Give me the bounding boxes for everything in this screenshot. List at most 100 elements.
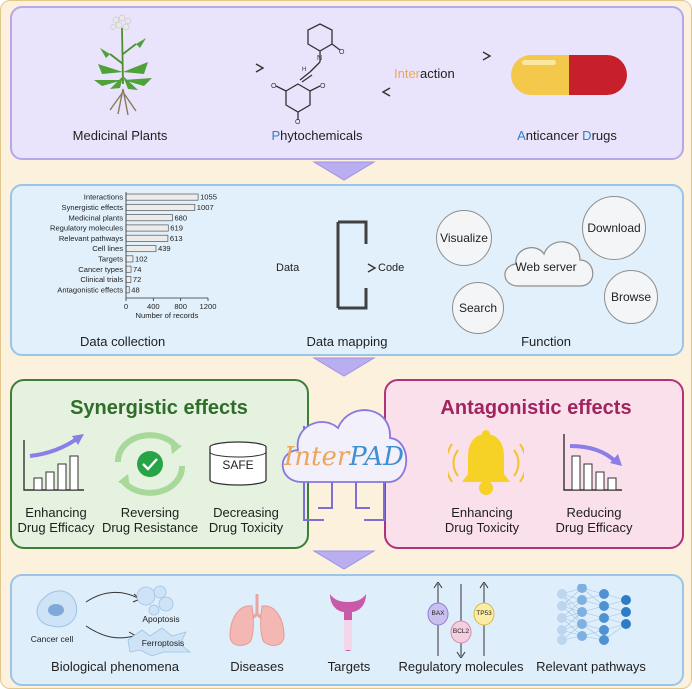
capsule-drug-icon — [511, 55, 627, 95]
chart-value-label: 680 — [174, 213, 187, 222]
enhancing-efficacy-line2: Drug Efficacy — [17, 520, 95, 535]
chart-value-label: 102 — [135, 255, 148, 264]
drugs-rest: rugs — [591, 128, 617, 143]
chart-bar — [125, 286, 130, 294]
data-collection-label: Data collection — [80, 334, 166, 349]
chart-x-tick-label: 400 — [147, 302, 160, 311]
enhancing-efficacy-icon — [23, 434, 84, 491]
browse-label: Browse — [610, 290, 651, 304]
browse-button[interactable]: Browse — [604, 270, 658, 324]
web-server-label[interactable]: Web server — [515, 260, 577, 274]
ferroptosis-label: Ferroptosis — [141, 638, 185, 648]
bell-alert-icon — [448, 430, 524, 495]
apoptosis-label: Apoptosis — [142, 614, 180, 624]
chart-value-label: 48 — [131, 285, 139, 294]
flow-arrow-1 — [312, 161, 376, 181]
safe-label: SAFE — [222, 458, 254, 472]
reducing-line2: Drug Efficacy — [555, 520, 633, 535]
arrow-plants-to-phytochemicals — [182, 63, 264, 73]
reversing-line1: Reversing — [120, 505, 180, 520]
chart-bar — [125, 255, 134, 263]
chart-bar — [125, 224, 169, 232]
phytochemicals-label: Phytochemicals — [271, 128, 362, 143]
chart-value-label: 1007 — [197, 203, 214, 212]
chart-value-label: 74 — [133, 265, 141, 274]
chart-category-label: Interactions — [84, 193, 123, 202]
cancer-cell-label: Cancer cell — [30, 634, 74, 644]
chart-bar — [125, 234, 169, 242]
targets-label: Targets — [327, 659, 371, 674]
search-button[interactable]: Search — [452, 282, 504, 334]
chart-category-label: Regulatory molecules — [50, 224, 123, 233]
chart-x-axis-label: Number of records — [136, 311, 199, 320]
enhancing-toxicity-line1: Enhancing — [451, 505, 513, 520]
interaction-label: Interaction — [394, 66, 455, 81]
chart-bar — [125, 214, 173, 222]
safe-container-icon — [209, 441, 267, 486]
interaction-rest: action — [420, 66, 455, 81]
function-label: Function — [521, 334, 571, 349]
chart-category-label: Cell lines — [92, 244, 123, 253]
chart-value-label: 613 — [170, 234, 183, 243]
interaction-arrows — [381, 51, 492, 97]
synergistic-title: Synergistic effects — [70, 397, 248, 419]
chart-x-tick-label: 0 — [124, 302, 128, 311]
neural-network-pathway-icon — [557, 584, 631, 645]
data-label: Data — [276, 262, 300, 274]
phytochemicals-initial: P — [271, 128, 281, 143]
phytochemical-structure-icon: N O O O O H — [271, 23, 345, 124]
logo-pad: PAD — [349, 442, 405, 472]
biological-phenomena-label: Biological phenomena — [51, 659, 179, 674]
interpad-logo-text: InterPAD — [284, 442, 404, 472]
antagonistic-title: Antagonistic effects — [440, 397, 632, 419]
chart-x-tick-label: 1200 — [200, 302, 217, 311]
svg-text:O: O — [271, 83, 277, 90]
reversing-resistance-icon — [114, 432, 186, 496]
regulatory-molecules-icon — [427, 582, 495, 658]
visualize-label: Visualize — [440, 231, 488, 245]
flow-arrow-2 — [312, 357, 376, 377]
flow-arrow-3 — [312, 550, 376, 570]
decreasing-line1: Decreasing — [213, 505, 279, 520]
anticancer-mid: nticancer — [525, 128, 583, 143]
chart-bar — [125, 276, 132, 283]
svg-text:O: O — [295, 119, 301, 124]
lungs-icon — [229, 594, 285, 646]
chart-bar — [125, 193, 199, 201]
download-button[interactable]: Download — [582, 196, 646, 260]
chart-bar — [125, 203, 196, 211]
bax-label: BAX — [431, 610, 445, 617]
chart-category-label: Synergistic effects — [62, 203, 124, 212]
interpad-cloud-logo — [281, 409, 408, 521]
regulatory-molecules-label: Regulatory molecules — [398, 659, 524, 674]
download-label: Download — [587, 221, 641, 235]
chart-value-label: 439 — [158, 244, 171, 253]
bcl2-label: BCL2 — [452, 628, 470, 635]
code-label: Code — [378, 262, 405, 274]
chart-value-label: 72 — [133, 275, 141, 284]
reversing-line2: Drug Resistance — [101, 520, 199, 535]
chart-value-label: 619 — [170, 224, 183, 233]
svg-text:N: N — [317, 55, 322, 62]
svg-text:H: H — [302, 67, 306, 73]
chart-bar — [125, 245, 157, 253]
logo-inter: Inter — [283, 442, 350, 472]
reducing-line1: Reducing — [566, 505, 622, 520]
chart-x-tick-label: 800 — [174, 302, 187, 311]
chart-category-label: Targets — [98, 255, 123, 264]
target-receptor-icon — [330, 594, 366, 651]
chart-category-label: Cancer types — [78, 265, 123, 274]
anticancer-initial: A — [517, 128, 526, 143]
chart-bar — [125, 265, 132, 273]
chart-category-label: Relevant pathways — [59, 234, 123, 243]
decreasing-line2: Drug Toxicity — [208, 520, 284, 535]
search-label: Search — [458, 301, 498, 315]
visualize-button[interactable]: Visualize — [436, 210, 492, 266]
medicinal-plants-label: Medicinal Plants — [72, 128, 168, 143]
tp53-label: TP53 — [476, 610, 492, 617]
